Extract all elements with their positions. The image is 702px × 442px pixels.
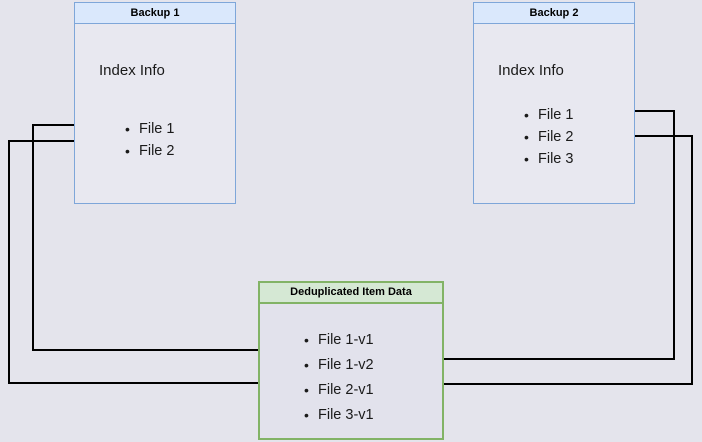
list-item: File 1 xyxy=(524,104,573,126)
backup1-file-list: File 1 File 2 xyxy=(125,118,174,162)
list-item: File 1 xyxy=(125,118,174,140)
list-item: File 1-v2 xyxy=(304,353,374,378)
backup2-title: Backup 2 xyxy=(474,3,634,24)
list-item: File 3 xyxy=(524,148,573,170)
connector-backup2-file1 xyxy=(402,110,675,360)
dedup-item-list: File 1-v1 File 1-v2 File 2-v1 File 3-v1 xyxy=(304,328,374,428)
backup2-box[interactable]: Backup 2 Index Info File 1 File 2 File 3 xyxy=(473,2,635,204)
list-item: File 1-v1 xyxy=(304,328,374,353)
backup1-title: Backup 1 xyxy=(75,3,235,24)
connector-backup2-file2 xyxy=(402,135,693,385)
backup2-index-label: Index Info xyxy=(498,62,564,79)
dedup-box[interactable]: Deduplicated Item Data File 1-v1 File 1-… xyxy=(258,281,444,440)
backup2-file-list: File 1 File 2 File 3 xyxy=(524,104,573,170)
dedup-title: Deduplicated Item Data xyxy=(260,283,442,304)
list-item: File 3-v1 xyxy=(304,403,374,428)
backup1-box[interactable]: Backup 1 Index Info File 1 File 2 xyxy=(74,2,236,204)
list-item: File 2 xyxy=(524,126,573,148)
backup1-index-label: Index Info xyxy=(99,62,165,79)
list-item: File 2-v1 xyxy=(304,378,374,403)
list-item: File 2 xyxy=(125,140,174,162)
connector-backup1-file2 xyxy=(8,140,296,384)
